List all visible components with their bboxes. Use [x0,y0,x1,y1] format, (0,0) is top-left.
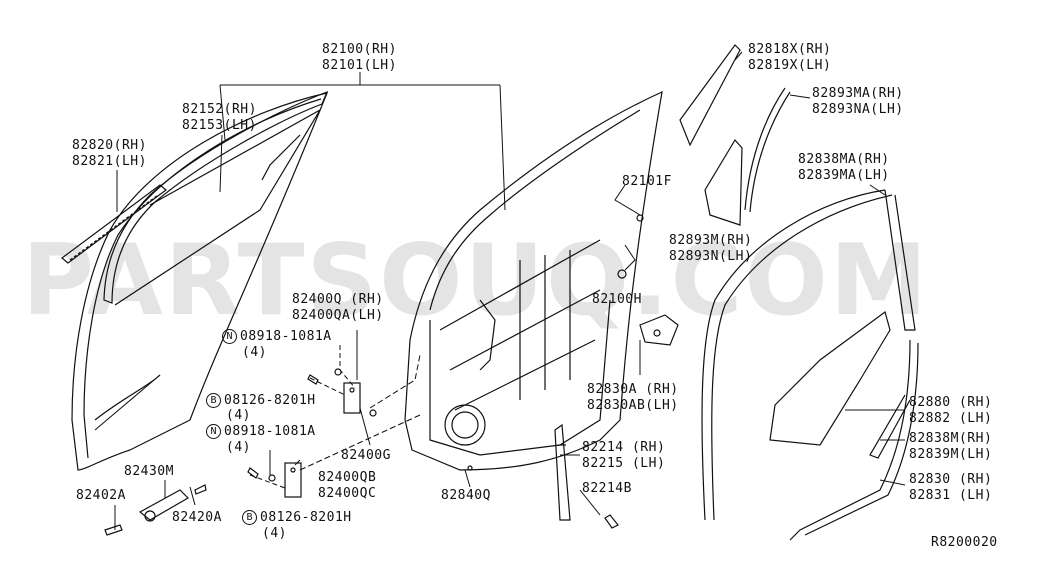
label-82819x: 82819X(LH) [748,58,832,73]
lower-weatherstrip [789,339,919,541]
label-82101f: 82101F [622,174,672,189]
nut-1-part: 08918-1081A [240,329,332,344]
nut-2-part: 08918-1081A [224,424,316,439]
bolt-symbol: B [206,393,221,408]
reference-code: R8200020 [931,535,998,550]
label-82100: 82100(RH) [322,42,397,57]
label-82818x: 82818X(RH) [748,42,832,57]
label-82152: 82152(RH) [182,102,257,117]
label-82153: 82153(LH) [182,118,257,133]
checker-bracket [639,314,679,346]
label-82831: 82831 (LH) [909,488,993,503]
label-82101: 82101(LH) [322,58,397,73]
label-82880: 82880 (RH) [909,395,993,410]
label-82214b: 82214B [582,481,632,496]
nut-symbol: N [206,424,221,439]
fasteners [104,214,644,536]
label-82820: 82820(RH) [72,138,147,153]
label-82402a: 82402A [76,488,126,503]
label-82893n: 82893N(LH) [669,249,753,264]
label-82893ma: 82893MA(RH) [812,86,904,101]
door-weatherstrip [701,189,916,521]
division-sash [554,423,571,521]
label-82214: 82214 (RH) [582,440,666,455]
label-bolt-2-qty: (4) [262,526,287,541]
label-82839m: 82839M(LH) [909,447,993,462]
label-82839ma: 82839MA(LH) [798,168,890,183]
label-82400qc: 82400QC [318,486,377,501]
label-82400qa: 82400QA(LH) [292,308,384,323]
sash-channel [744,87,791,213]
label-82838m: 82838M(RH) [909,431,993,446]
label-82400q: 82400Q (RH) [292,292,384,307]
label-82840q: 82840Q [441,488,491,503]
bolt-2-part: 08126-8201H [260,510,352,525]
bolt-symbol: B [242,510,257,525]
label-82830: 82830 (RH) [909,472,993,487]
window-glass-small [679,44,743,226]
label-82830a: 82830A (RH) [587,382,679,397]
leader-lines [114,51,906,530]
label-82830ab: 82830AB(LH) [587,398,679,413]
label-82400qb: 82400QB [318,470,377,485]
label-82893na: 82893NA(LH) [812,102,904,117]
label-82100h: 82100H [592,292,642,307]
door-checker [138,489,189,522]
label-82400g: 82400G [341,448,391,463]
hinge-upper [343,382,361,414]
outside-moulding [61,184,167,264]
label-82821: 82821(LH) [72,154,147,169]
rear-door-glass [769,310,891,446]
label-82893m: 82893M(RH) [669,233,753,248]
nut-symbol: N [222,329,237,344]
label-bolt-1-qty: (4) [226,408,251,423]
label-nut-2-qty: (4) [226,440,251,455]
label-82838ma: 82838MA(RH) [798,152,890,167]
label-nut-1-qty: (4) [242,345,267,360]
door-inner-panel [404,90,663,471]
window-frame-seal [103,90,329,306]
label-82430m: 82430M [124,464,174,479]
hinge-lower [284,462,302,498]
label-82420a: 82420A [172,510,222,525]
label-82215: 82215 (LH) [582,456,666,471]
label-82882: 82882 (LH) [909,411,993,426]
bolt-1-part: 08126-8201H [224,393,316,408]
